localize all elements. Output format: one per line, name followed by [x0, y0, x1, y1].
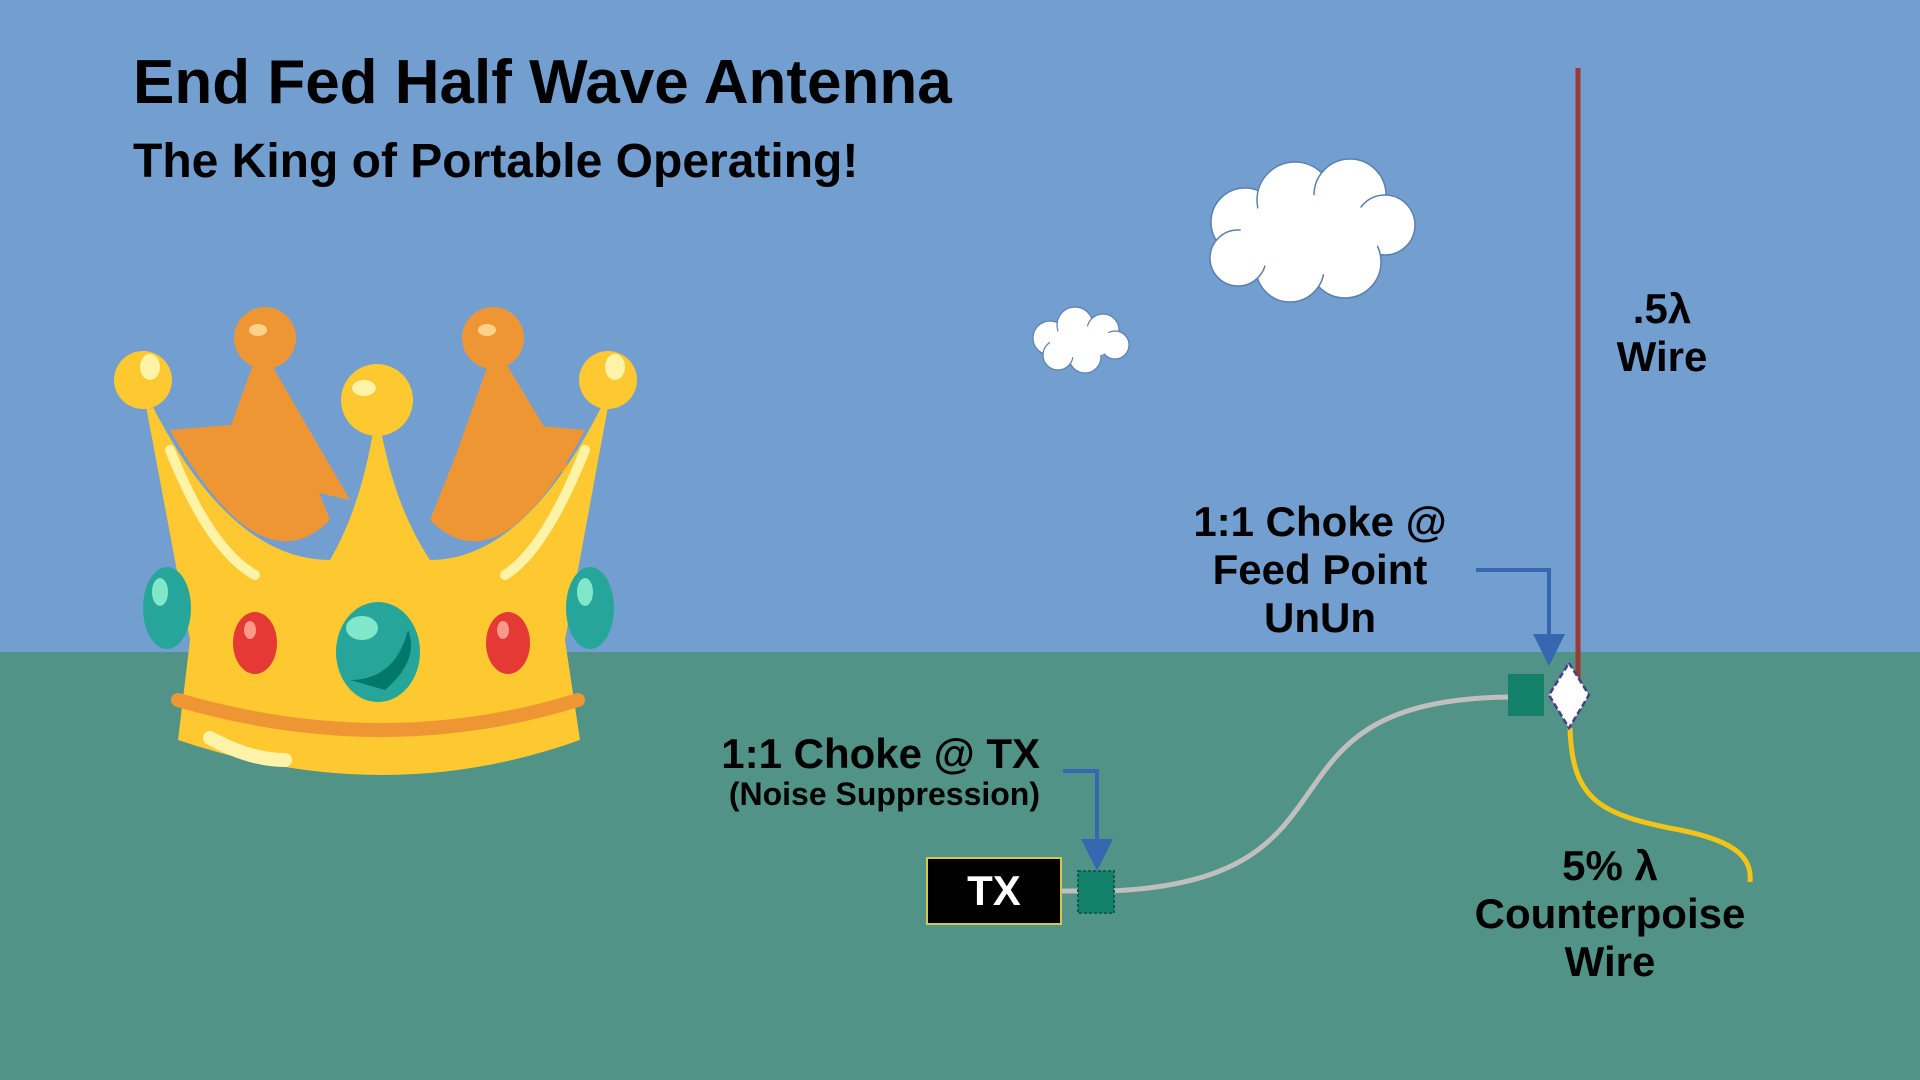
- diagram-title: End Fed Half Wave Antenna: [133, 48, 952, 117]
- feedpoint-choke-label-line3: UnUn: [1264, 594, 1376, 641]
- transmitter-box: TX: [926, 857, 1062, 925]
- feedpoint-choke-label-line2: Feed Point: [1212, 546, 1428, 593]
- feedpoint-choke-label-line1: 1:1 Choke @: [1193, 498, 1447, 545]
- counterpoise-wire: [1567, 727, 1753, 883]
- tx-choke-arrow: [1063, 769, 1113, 871]
- antenna-wire-label-line2: Wire: [1616, 333, 1708, 380]
- feedpoint-choke-label: 1:1 Choke @ Feed Point UnUn: [1160, 498, 1480, 642]
- unun-icon: [1547, 660, 1591, 731]
- antenna-wire-label-line1: .5λ: [1632, 285, 1692, 332]
- tx-choke-label: 1:1 Choke @ TX: [721, 730, 1040, 777]
- counterpoise-label-line2: Counterpoise: [1474, 890, 1746, 937]
- tx-choke-note: (Noise Suppression): [728, 776, 1040, 812]
- large-cloud: [1209, 158, 1416, 303]
- small-cloud: [1032, 306, 1130, 374]
- diagram-subtitle: The King of Portable Operating!: [133, 135, 859, 188]
- counterpoise-label: 5% λ Counterpoise Wire: [1440, 842, 1780, 986]
- counterpoise-label-line1: 5% λ: [1562, 842, 1658, 889]
- feedpoint-choke: [1508, 674, 1544, 716]
- crown-icon: [114, 307, 637, 775]
- transmitter-label: TX: [967, 867, 1021, 914]
- feedpoint-choke-arrow: [1476, 568, 1565, 666]
- sky: [0, 0, 1920, 652]
- antenna-wire-label: .5λ Wire: [1580, 285, 1744, 381]
- tx-choke: [1077, 870, 1115, 914]
- counterpoise-label-line3: Wire: [1564, 938, 1656, 985]
- coax-cable: [1062, 694, 1520, 894]
